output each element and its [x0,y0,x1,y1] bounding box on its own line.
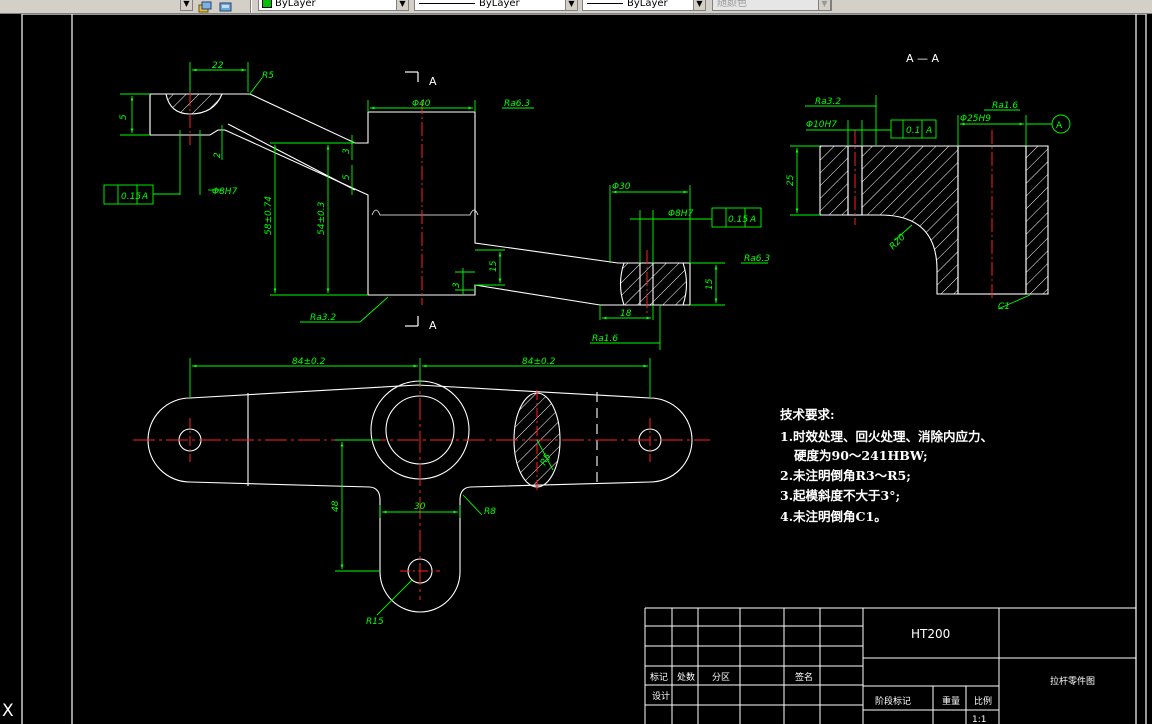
color-swatch-icon [262,0,272,8]
sec-par: 0.1 [906,126,920,136]
tol-015b: 0.15 [728,215,748,225]
hdr-stage: 阶段标记 [875,695,911,707]
dim-58: 58±0.74 [264,196,274,235]
lineweight-preview-icon [587,2,623,4]
dim-r5-top: R5 [262,71,274,81]
color-control[interactable]: ByLayer [258,0,408,11]
tol-015a-ref: A [141,192,148,202]
dim-30: Φ30 [612,182,631,192]
plotstyle-value: 随颜色 [717,0,747,9]
dim-5a: 5 [119,114,129,120]
plan-dim-84a: 84±0.2 [292,357,326,367]
dim-54: 54±0.3 [317,201,327,235]
drawing-canvas[interactable]: A A [0,14,1152,724]
scale-value: 1:1 [972,715,986,724]
plan-dimensions [189,358,651,616]
layer-dropdown-arrow[interactable]: ▼ [180,0,193,11]
lineweight-dropdown-arrow[interactable]: ▼ [693,0,706,11]
plan-r15: R15 [366,617,384,627]
section-view [819,145,1049,295]
section-dim-text: Ra3.2 Φ10H7 0.1 A Ra1.6 Φ25H9 A 25 R20 C… [786,97,1063,312]
section-marker-top: A [429,75,437,88]
section-markers [405,71,419,327]
plan-dim-84b: 84±0.2 [522,357,556,367]
hdr-sign: 签名 [795,671,813,683]
rough-63a: Ra6.3 [504,99,530,109]
dim-3b: 3 [452,282,462,288]
linetype-preview-icon [419,2,475,4]
plan-dim-text: 84±0.2 84±0.2 R5 48 30 R8 R15 [292,357,556,627]
lineweight-value: ByLayer [627,0,668,9]
section-marker-bottom: A [429,319,437,332]
dim-15a: 15 [489,260,499,272]
layer-previous-icon[interactable] [219,0,233,12]
linetype-control[interactable]: ByLayer [414,0,578,11]
plotstyle-dropdown-arrow: ▼ [818,0,831,11]
sec-par-ref: A [925,126,932,136]
hdr-weight: 重量 [942,695,960,707]
sec-dim-10h7: Φ10H7 [806,120,837,130]
color-value: ByLayer [275,0,316,9]
plan-dim-30: 30 [414,502,426,512]
sec-rough-32: Ra3.2 [815,97,841,107]
hdr-zone: 分区 [712,672,730,683]
tol-015a: 0.15 [121,192,141,202]
sec-r20: R20 [888,232,908,252]
properties-toolbar: ▼ ByLayer ▼ ByLayer ▼ ByLayer ▼ 随颜色 ▼ [0,0,1152,14]
dim-8h7: Φ8H7 [212,187,238,197]
section-title: A — A [906,52,940,65]
sec-c1: C1 [998,302,1010,312]
section-centerlines [854,130,993,300]
dim-40: Φ40 [412,99,431,109]
part-name: 拉杆零件图 [1050,675,1095,687]
front-view-dim-text: 22 R5 5 2 Φ8H7 0.15 A Φ40 Ra6.3 3 5 58±0… [119,61,770,344]
rough-63b: Ra6.3 [744,254,770,264]
dim-18: 18 [620,309,632,319]
rough-16a: Ra1.6 [592,334,618,344]
drawing-frame [21,14,1147,724]
sec-datum-a: A [1056,121,1063,131]
plan-dim-48: 48 [331,500,341,512]
dim-2: 2 [213,152,223,158]
front-view-dimensions [103,62,768,350]
title-block [644,607,1136,724]
hdr-mark: 标记 [650,671,668,683]
dim-8h7b: Φ8H7 [668,209,694,219]
dim-22: 22 [212,61,224,71]
notes-line-1: 1.时效处理、回火处理、消除内应力、 [780,429,993,444]
hdr-design: 设计 [652,690,670,702]
linetype-value: ByLayer [479,0,520,9]
linetype-dropdown-arrow[interactable]: ▼ [565,0,578,11]
hdr-count: 处数 [677,671,695,683]
front-view [149,93,691,306]
notes-line-4: 4.未注明倒角C1。 [780,509,887,524]
sec-rough-16: Ra1.6 [992,101,1018,111]
material-label: HT200 [911,627,950,641]
notes-line-1b: 硬度为90～241HBW; [794,448,928,463]
hdr-scale: 比例 [974,695,992,707]
rough-32a: Ra3.2 [310,313,336,323]
dim-15b: 15 [705,278,715,290]
plan-r8: R8 [484,507,496,517]
color-dropdown-arrow[interactable]: ▼ [396,0,409,11]
toolbar-separator [250,0,252,13]
technical-notes: 技术要求: 1.时效处理、回火处理、消除内应力、 硬度为90～241HBW; 2… [780,407,993,524]
sec-dim-25h9: Φ25H9 [960,114,991,124]
notes-heading: 技术要求: [780,407,835,422]
plotstyle-control: 随颜色 [712,0,832,11]
dim-3: 3 [342,148,352,154]
lineweight-control[interactable]: ByLayer [582,0,706,11]
notes-line-2: 2.未注明倒角R3～R5; [780,468,911,483]
tol-015b-ref: A [749,215,756,225]
sec-dim-25: 25 [786,174,796,186]
layer-states-icon[interactable] [198,0,212,13]
notes-line-3: 3.起模斜度不大于3°; [780,488,900,503]
section-dimensions [790,95,1071,310]
title-block-text: HT200 拉杆零件图 标记 处数 分区 签名 设计 阶段标记 重量 比例 1:… [650,627,1095,724]
ucs-icon: X [2,701,14,721]
dim-5b: 5 [342,174,352,180]
